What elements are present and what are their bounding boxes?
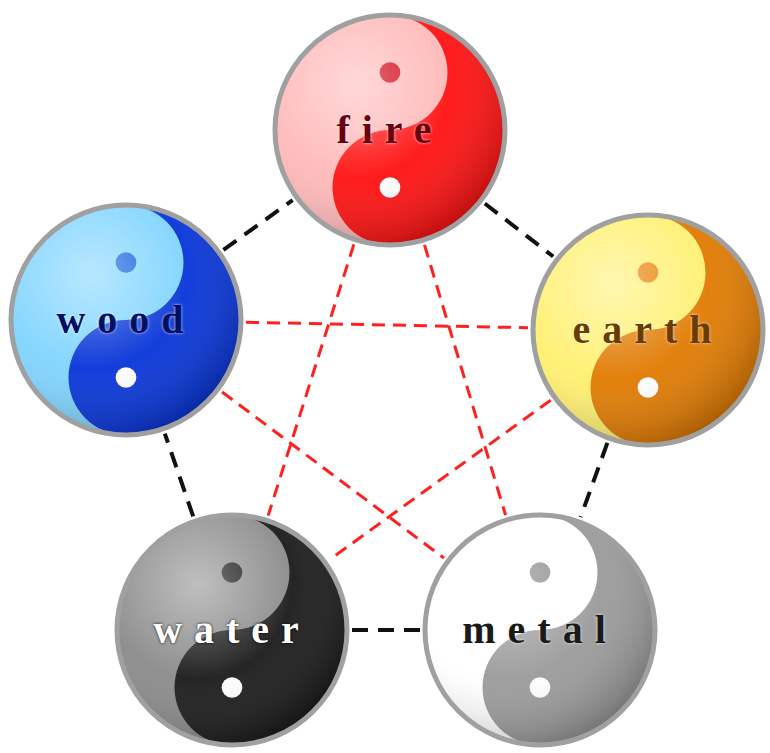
element-sphere: water	[114, 512, 350, 748]
sphere-light-half	[275, 15, 505, 245]
sphere-shading	[275, 15, 505, 245]
element-sphere: fire	[272, 12, 508, 248]
controlling-line	[424, 245, 505, 515]
element-name: wood	[56, 300, 195, 340]
sphere-shading	[533, 215, 763, 445]
sphere-rim	[425, 515, 655, 745]
generating-line	[223, 200, 292, 250]
element-sphere: wood	[8, 202, 244, 438]
sphere-rim	[11, 205, 241, 435]
controlling-line	[268, 244, 354, 515]
element-sphere: metal	[422, 512, 658, 748]
sphere-shading	[425, 515, 655, 745]
sphere-light-half	[11, 205, 241, 435]
element-name: fire	[336, 110, 443, 150]
generating-line	[165, 434, 193, 517]
sphere-light-half	[533, 215, 763, 445]
sphere-rim	[533, 215, 763, 445]
generating-line	[581, 443, 608, 517]
element-name: earth	[572, 310, 723, 350]
element-name: water	[153, 610, 311, 650]
sphere-light-half	[117, 515, 347, 745]
sphere-shading	[117, 515, 347, 745]
sphere-rim	[117, 515, 347, 745]
generating-line	[352, 628, 420, 632]
controlling-line	[246, 322, 528, 327]
sphere-rim	[275, 15, 505, 245]
element-sphere: earth	[530, 212, 766, 448]
sphere-light-half	[425, 515, 655, 745]
generating-line	[485, 204, 553, 257]
sphere-shading	[11, 205, 241, 435]
element-name: metal	[462, 610, 618, 650]
